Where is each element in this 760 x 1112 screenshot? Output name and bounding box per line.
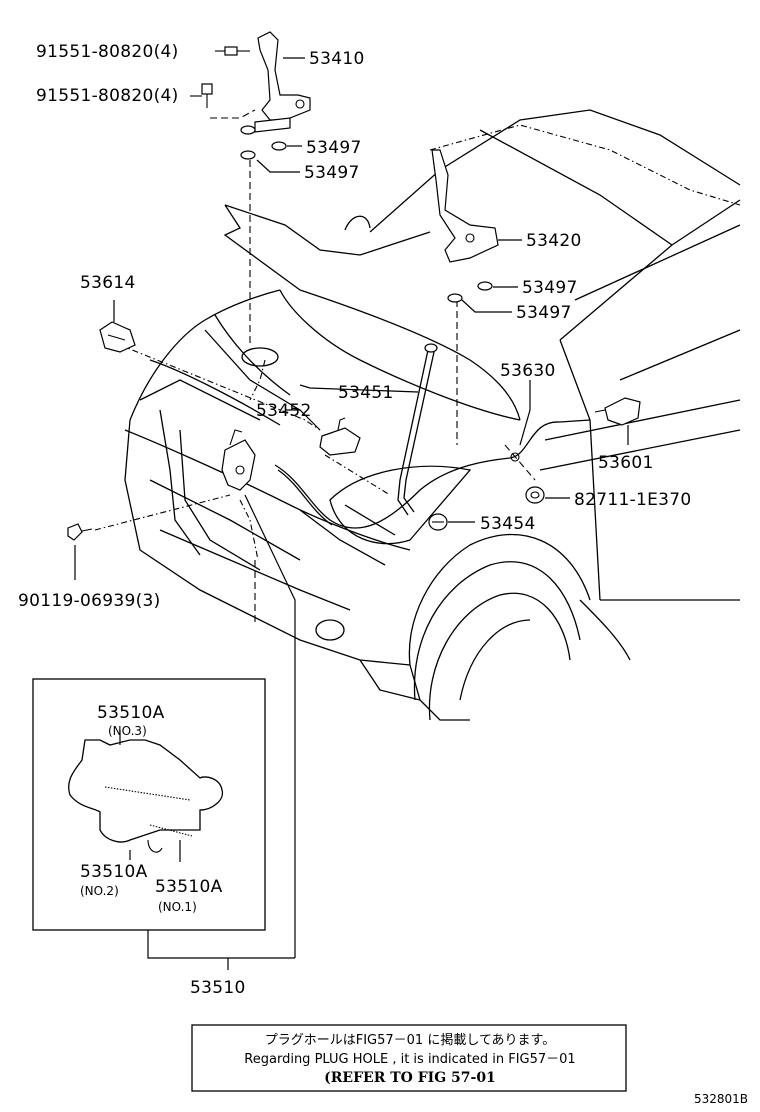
reference-note-box: プラグホールはFIG57－01 に掲載してあります。 Regarding PLU… <box>191 1024 627 1092</box>
rod-holder-part <box>428 513 448 531</box>
lever-label: 53601 <box>598 453 654 473</box>
screw-part <box>67 523 93 541</box>
hood-rod-label: 53451 <box>338 383 394 403</box>
note-line-3: (REFER TO FIG 57-01 <box>324 1070 496 1086</box>
rod-clip-label: 53452 <box>256 401 312 421</box>
hood-support-rod-part <box>397 343 438 516</box>
label-leaders <box>74 57 629 970</box>
bolt-label-b: 91551-80820(4) <box>36 86 179 106</box>
hood-lock-hook-part <box>99 321 136 353</box>
spring-inset-box <box>32 678 266 931</box>
washer-part-1 <box>240 125 256 135</box>
washer-label-2: 53497 <box>304 163 360 183</box>
bolt-part-a <box>215 46 250 56</box>
washer-label-4: 53497 <box>516 303 572 323</box>
inset-title-sub: (NO.3) <box>108 724 147 738</box>
release-cable-part <box>274 419 591 529</box>
inset-left-sub: (NO.2) <box>80 884 119 898</box>
hood-lock-assembly-part <box>221 429 256 491</box>
hinge-lh-label: 53410 <box>309 49 365 69</box>
cable-label: 53630 <box>500 361 556 381</box>
washer-label-3: 53497 <box>522 278 578 298</box>
grommet-part <box>525 486 545 504</box>
washer-label-1: 53497 <box>306 138 362 158</box>
inset-right-label: 53510A <box>155 877 223 897</box>
vehicle-outline <box>124 109 741 721</box>
bolt-part-b <box>190 83 213 108</box>
note-line-2: Regarding PLUG HOLE , it is indicated in… <box>244 1052 575 1067</box>
inset-right-sub: (NO.1) <box>158 900 197 914</box>
inset-title-label: 53510A <box>97 703 165 723</box>
rod-clip-part <box>319 417 361 456</box>
grommet-label: 82711-1E370 <box>574 490 692 510</box>
release-lever-part <box>594 397 641 426</box>
bolt-label-a: 91551-80820(4) <box>36 42 179 62</box>
washer-part-4 <box>477 281 493 291</box>
washer-part-3 <box>240 150 256 160</box>
lock-assembly-label: 53510 <box>190 978 246 998</box>
hood-hinge-lh-part <box>254 31 311 133</box>
screw-label: 90119-06939(3) <box>18 591 161 611</box>
figure-code: 532801B <box>694 1092 748 1106</box>
hinge-rh-label: 53420 <box>526 231 582 251</box>
leader-dashed-lines <box>94 109 536 625</box>
washer-part-2 <box>271 141 287 151</box>
hood-hinge-rh-part <box>431 149 499 303</box>
lock-hook-label: 53614 <box>80 273 136 293</box>
washer-part-5 <box>447 293 463 303</box>
note-line-1: プラグホールはFIG57－01 に掲載してあります。 <box>265 1032 556 1048</box>
rod-holder-label: 53454 <box>480 514 536 534</box>
inset-left-label: 53510A <box>80 862 148 882</box>
